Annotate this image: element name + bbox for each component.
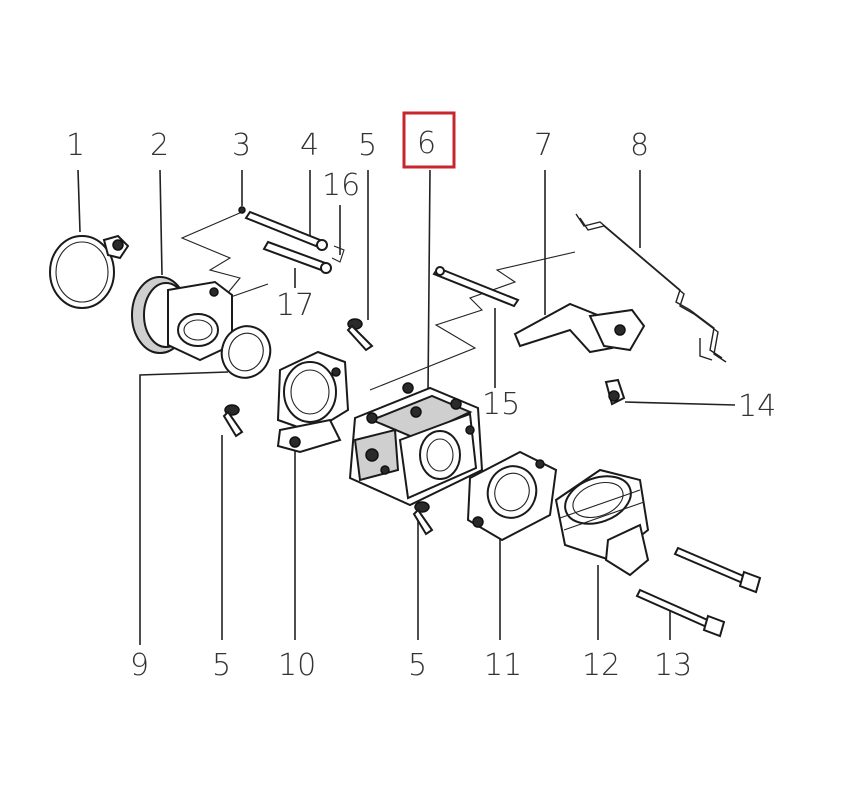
callout-16: 16 — [322, 168, 360, 203]
part-15-shaft — [432, 266, 520, 308]
part-5-screw-a — [346, 318, 374, 352]
part-7-lever — [513, 302, 646, 406]
part-6-carburetor — [348, 382, 484, 507]
callout-5-top: 5 — [358, 128, 377, 163]
part-1-hose-clamp — [49, 234, 130, 309]
callout-6: 6 — [417, 126, 436, 161]
part-10-flange — [276, 350, 350, 454]
callout-7: 7 — [534, 128, 553, 163]
part-3-4-pins — [238, 206, 345, 274]
callout-5-left: 5 — [212, 648, 231, 683]
callout-13: 13 — [654, 648, 692, 683]
part-5-screw-b — [222, 404, 244, 438]
part-12-adapter — [554, 468, 650, 577]
part-8-rod — [575, 213, 727, 363]
callout-12: 12 — [582, 648, 620, 683]
callout-3: 3 — [232, 128, 251, 163]
callout-5-middle: 5 — [408, 648, 427, 683]
part-5-screw-c — [412, 501, 434, 536]
callout-8: 8 — [630, 128, 649, 163]
callout-9: 9 — [130, 648, 149, 683]
part-13-bolts — [635, 546, 762, 638]
callout-15: 15 — [482, 387, 520, 422]
leader-lines — [77, 169, 736, 645]
callout-11: 11 — [484, 648, 522, 683]
highlight-box-part-6 — [402, 111, 456, 169]
callout-2: 2 — [150, 128, 169, 163]
callout-10: 10 — [278, 648, 316, 683]
callout-14: 14 — [738, 389, 776, 424]
callout-17: 17 — [276, 288, 314, 323]
part-9-gasket — [220, 325, 272, 379]
callout-4: 4 — [300, 128, 319, 163]
part-11-flange — [466, 450, 558, 542]
callout-labels: 1 2 3 4 5 6 7 8 16 17 15 14 9 5 10 5 11 … — [66, 126, 776, 683]
part-2-intake-boot — [131, 276, 233, 362]
callout-1: 1 — [66, 128, 85, 163]
